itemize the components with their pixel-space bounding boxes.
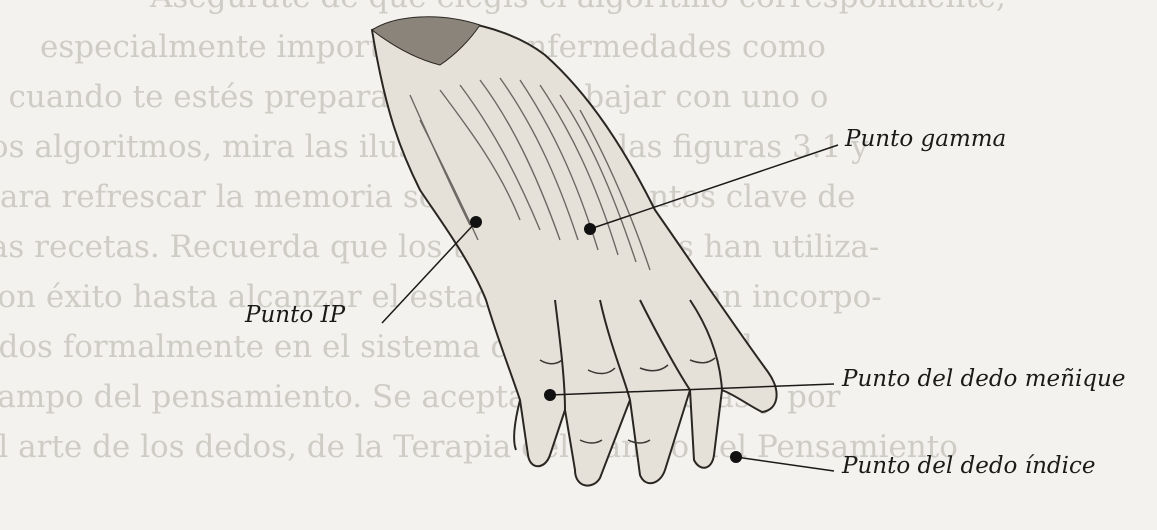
leader-line-indice — [736, 457, 834, 471]
marker-indice — [730, 451, 742, 463]
marker-menique — [544, 389, 556, 401]
label-punto-dedo-menique: Punto del dedo meñique — [842, 366, 1125, 392]
marker-ip — [470, 216, 482, 228]
hand-back — [372, 20, 777, 486]
leader-line-ip — [382, 222, 476, 323]
label-punto-ip: Punto IP — [245, 302, 345, 328]
label-punto-gamma: Punto gamma — [845, 126, 1006, 152]
label-punto-dedo-indice: Punto del dedo índice — [842, 453, 1095, 479]
marker-gamma — [584, 223, 596, 235]
hand-drawing — [372, 17, 777, 486]
